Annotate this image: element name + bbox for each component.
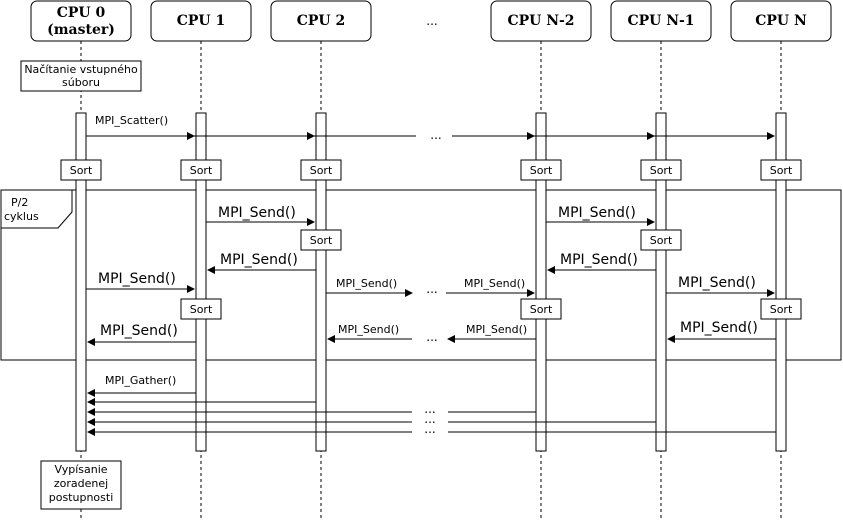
sort-label: Sort xyxy=(190,303,213,316)
note-read-input: Načítanie vstupného súboru xyxy=(20,60,142,92)
participant-cpun-2: CPU N-2 xyxy=(490,0,592,42)
participant-cpu2: CPU 2 xyxy=(270,0,372,42)
send-label: MPI_Send() xyxy=(98,271,176,287)
send-label: MPI_Send() xyxy=(680,320,758,336)
participant-ellipsis: ... xyxy=(426,14,437,28)
participant-cpu0-label: CPU 0 xyxy=(57,5,106,21)
lifelines xyxy=(80,41,782,521)
loop-label-line2: cyklus xyxy=(4,210,39,223)
send-label: MPI_Send() xyxy=(338,323,399,336)
send-label: MPI_Send() xyxy=(678,275,756,291)
gather-messages: MPI_Gather() ... ... ... xyxy=(87,374,776,436)
sort-label: Sort xyxy=(650,164,673,177)
participant-cpun-1: CPU N-1 xyxy=(610,0,712,42)
send-label: MPI_Send() xyxy=(560,252,638,268)
send-label: MPI_Send() xyxy=(220,252,298,268)
gather-ellipsis: ... xyxy=(424,402,435,416)
send-label: MPI_Send() xyxy=(466,323,527,336)
loop-frame: P/2 cyklus xyxy=(0,189,842,361)
send-label: MPI_Send() xyxy=(464,277,525,290)
send-ellipsis: ... xyxy=(426,330,437,344)
sort-label: Sort xyxy=(770,164,793,177)
send-label: MPI_Send() xyxy=(558,205,636,221)
send-label: MPI_Send() xyxy=(218,205,296,221)
participant-cpun-2-label: CPU N-2 xyxy=(507,13,574,29)
participant-cpun-label: CPU N xyxy=(755,13,807,29)
participant-cpun: CPU N xyxy=(730,0,832,42)
sort-label: Sort xyxy=(770,303,793,316)
sort-label: Sort xyxy=(530,303,553,316)
note-print-output-line2: zoradenej xyxy=(54,477,108,490)
sort-label: Sort xyxy=(310,234,333,247)
loop-send-phase-1: MPI_Send() MPI_Send() Sort Sort MPI_Send… xyxy=(206,205,682,274)
participant-cpu0: CPU 0 (master) xyxy=(30,0,132,42)
note-read-input-line1: Načítanie vstupného xyxy=(24,63,138,76)
note-print-output: Vypísanie zoradenej postupnosti xyxy=(40,460,122,510)
participant-cpu0-role: (master) xyxy=(47,22,115,38)
send-label: MPI_Send() xyxy=(100,323,178,339)
note-print-output-line3: postupnosti xyxy=(49,491,114,504)
gather-label: MPI_Gather() xyxy=(105,374,176,387)
participant-cpu2-label: CPU 2 xyxy=(297,13,346,29)
send-label: MPI_Send() xyxy=(336,277,397,290)
sort-label: Sort xyxy=(310,164,333,177)
sort-label: Sort xyxy=(70,164,93,177)
scatter-messages: MPI_Scatter() ... xyxy=(86,114,775,142)
gather-ellipsis: ... xyxy=(424,412,435,426)
send-ellipsis: ... xyxy=(426,282,437,296)
sort-label: Sort xyxy=(530,164,553,177)
scatter-label: MPI_Scatter() xyxy=(95,114,168,127)
sort-label: Sort xyxy=(650,234,673,247)
note-print-output-line1: Vypísanie xyxy=(54,463,107,476)
sort-label: Sort xyxy=(190,164,213,177)
loop-label-line1: P/2 xyxy=(11,196,28,209)
note-read-input-line2: súboru xyxy=(62,76,100,89)
participant-cpu1-label: CPU 1 xyxy=(177,13,226,29)
participant-cpu1: CPU 1 xyxy=(150,0,252,42)
activation-bars xyxy=(75,112,787,452)
gather-ellipsis: ... xyxy=(424,422,435,436)
loop-send-phase-2: MPI_Send() MPI_Send() ... MPI_Send() MPI… xyxy=(86,271,802,346)
participant-cpun-1-label: CPU N-1 xyxy=(627,13,694,29)
sort-boxes-initial: Sort Sort Sort Sort Sort Sort xyxy=(60,159,802,181)
scatter-ellipsis: ... xyxy=(430,128,441,142)
